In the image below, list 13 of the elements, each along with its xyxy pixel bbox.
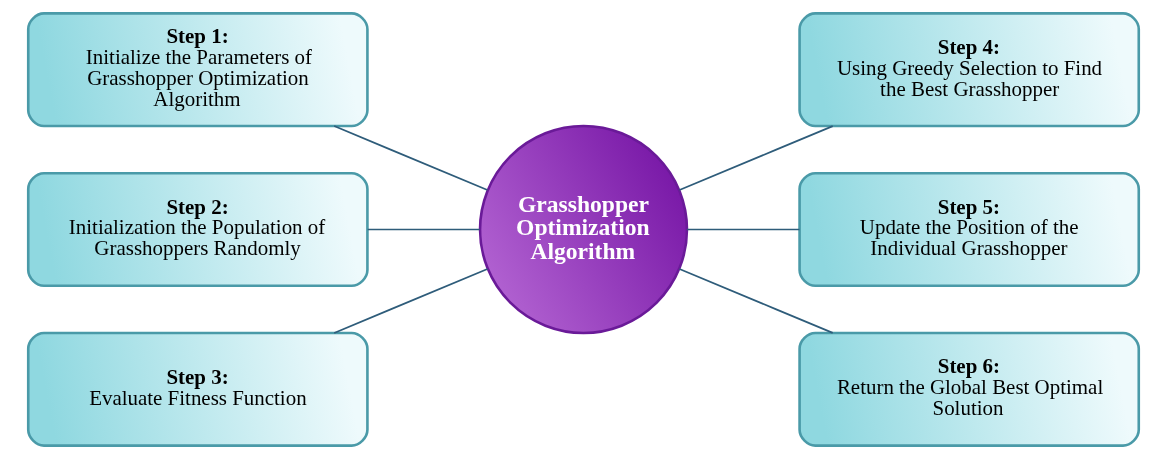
connector <box>678 268 834 334</box>
connector <box>686 228 801 231</box>
node-box: Step 5: Update the Position of the Individual Grasshopper <box>798 171 1141 288</box>
node-circle: Grasshopper Optimization Algorithm <box>478 124 689 335</box>
node-box: Step 1: Initialize the Parameters of Grasshopper Optimization Algorithm <box>26 12 369 128</box>
connector <box>678 125 834 191</box>
connector <box>366 228 481 231</box>
node-box: Step 2: Initialization the Population of Grasshoppers Randomly <box>26 171 369 288</box>
node-box: Step 4: Using Greedy Selection to Find the Best Grasshopper <box>798 12 1141 128</box>
node-box: Step 6: Return the Global Best Optimal Solution <box>798 331 1141 447</box>
connector <box>333 268 489 334</box>
connector <box>333 125 489 191</box>
node-box: Step 3: Evaluate Fitness Function <box>26 331 369 447</box>
